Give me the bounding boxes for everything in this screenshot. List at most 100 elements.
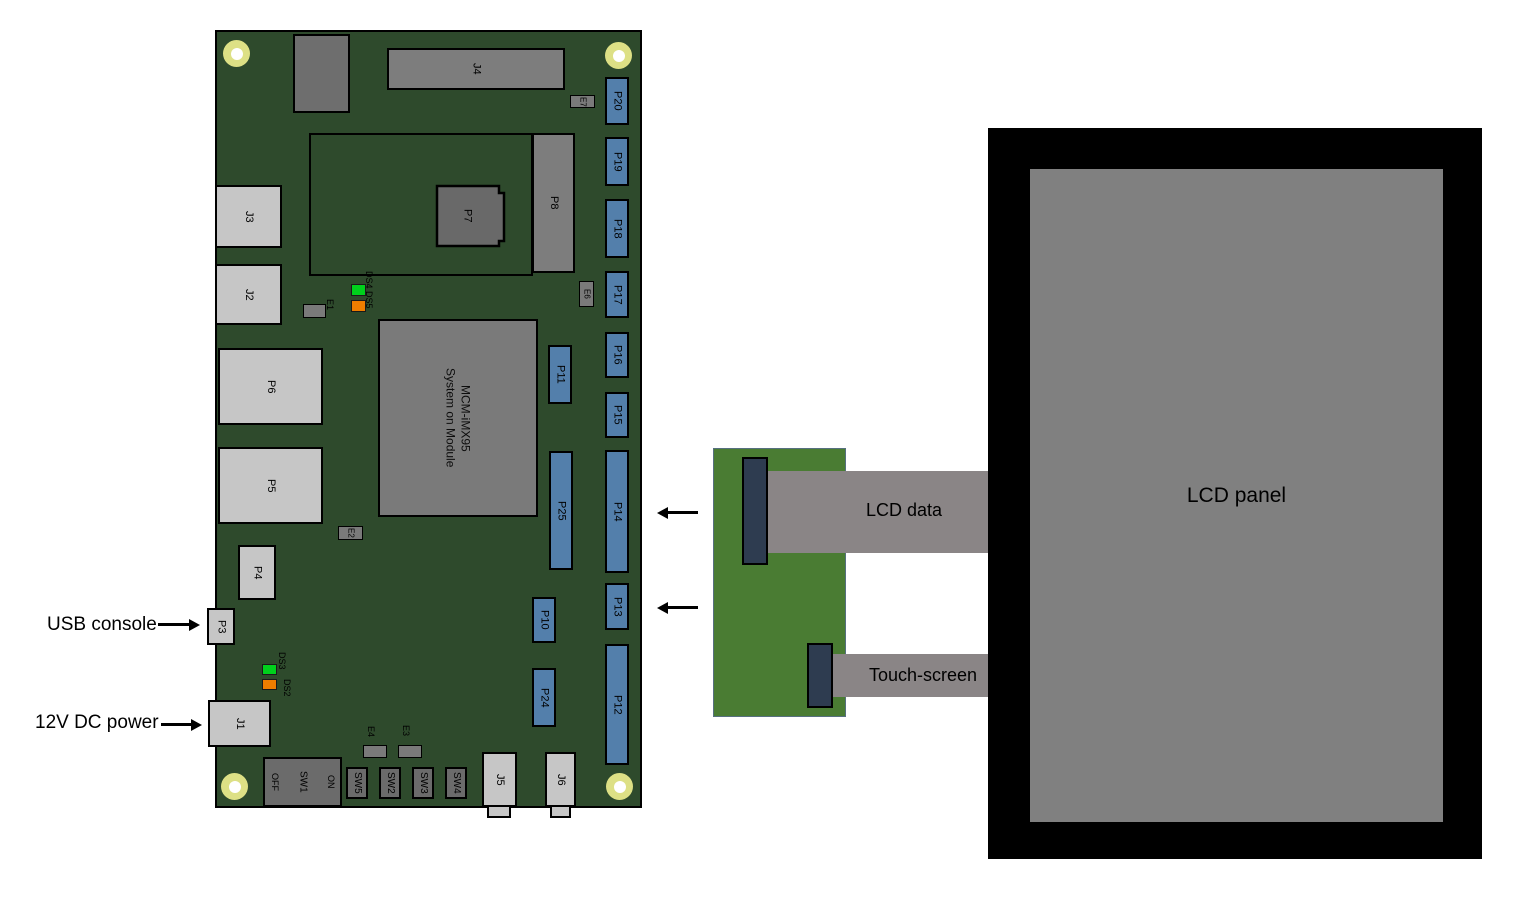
switch-sw1: OFF SW1 ON [263,757,342,807]
mounting-hole-center [228,780,241,793]
switch-sw2: SW2 [379,767,401,799]
jack-j6: J6 [545,752,576,807]
connector-label: P4 [251,565,264,580]
component-e4 [363,745,387,758]
connector-p4: P4 [238,545,276,600]
mounting-hole-center [613,780,626,793]
component-e3 [398,745,422,758]
connector-label: P10 [538,610,551,630]
connector-label: P20 [611,91,624,111]
connector-label: J4 [470,63,483,75]
connector-j3: J3 [215,185,282,248]
connector-lcd-data [742,457,768,565]
switch-sw3: SW3 [412,767,434,799]
mounting-hole-bottom-right [606,773,633,800]
switch-label: SW4 [451,772,462,794]
connector-label: P18 [611,218,624,239]
connector-j1-dc-power: J1 [208,700,271,747]
lcd-screen: LCD panel [1030,169,1443,822]
mounting-hole-bottom-left [221,773,248,800]
connector-label: P6 [265,379,277,394]
connector-label: P5 [265,478,277,493]
connector-p18: P18 [605,199,629,258]
mounting-hole-top-right [605,42,632,69]
connector-p20: P20 [605,77,629,125]
component-label-e1: E1 [325,299,335,311]
switch-label: SW2 [385,772,396,794]
switch-off-label: OFF [270,773,280,791]
lcd-data-label: LCD data [866,500,943,520]
dc-power-arrow [161,723,192,726]
connector-j2: J2 [215,264,282,325]
switch-sw4: SW4 [445,767,467,799]
connector-p14: P14 [605,450,629,573]
component-label: E6 [582,289,592,299]
jack-j5: J5 [482,752,517,807]
connector-label: P17 [611,284,624,305]
connector-p12: P12 [605,644,629,765]
connector-label: P13 [611,596,624,617]
cable-lcd-data [768,471,990,553]
led-ds2 [262,679,277,690]
connector-label: P16 [611,345,624,365]
connector-p17: P17 [605,271,629,318]
switch-sw5: SW5 [346,767,368,799]
som-module: MCM-iMX95 System on Module [378,319,538,517]
connector-p15: P15 [605,392,629,438]
som-text: MCM-iMX95 System on Module [442,368,475,467]
connector-label: P11 [554,365,567,384]
switch-label: SW5 [352,772,363,794]
connector-label: P8 [548,196,560,210]
connector-label: P15 [611,405,624,425]
usb-console-label: USB console [47,614,157,635]
connector-label: P7 [461,209,474,223]
component-label-e4: E4 [366,726,376,738]
connector-p5: P5 [218,447,323,524]
switch-label: SW3 [418,772,429,794]
switch-on-label: ON [326,775,336,789]
cable-touch-screen [833,654,990,697]
led-ds4 [351,284,366,296]
component-label-e3: E3 [401,725,411,737]
connector-label: P14 [611,501,624,522]
component-label: E2 [346,528,356,538]
connector-p13: P13 [605,583,629,630]
connector-p10: P10 [532,597,556,643]
component-top-left [293,34,350,113]
connector-p16: P16 [605,332,629,378]
som-line1: MCM-iMX95 [458,384,473,452]
connector-label: J2 [243,288,255,301]
connector-label: P12 [611,694,624,715]
connector-p11: P11 [548,345,572,404]
socket-p7: P7 [435,184,506,248]
lcd-panel-label: LCD panel [1186,483,1287,507]
led-label-ds2: DS2 [282,679,292,697]
mounting-hole-center [230,47,243,60]
component-e2: E2 [338,526,363,540]
connector-label: J6 [555,773,567,786]
connector-j4: J4 [387,48,565,90]
connector-p6: P6 [218,348,323,425]
led-ds3 [262,664,277,675]
mounting-hole-top-left [223,40,250,67]
connector-p19: P19 [605,137,629,186]
som-line2: System on Module [443,368,458,468]
arrow-to-p13 [667,606,698,609]
connector-label: J1 [234,717,246,730]
connector-p8: P8 [532,133,575,273]
connector-label: J3 [243,210,255,223]
connector-touch-screen [807,643,833,708]
touch-screen-label: Touch-screen [869,665,978,685]
socket-p7-shape [435,184,506,248]
connector-p25: P25 [549,451,573,570]
usb-console-arrow [158,623,190,626]
connector-label: P3 [215,619,228,634]
connector-label: J5 [494,773,506,786]
component-e6: E6 [579,281,594,307]
dc-power-label: 12V DC power [35,712,159,733]
socket-p7-label-wrap: P7 [435,184,499,248]
mounting-hole-center [612,49,625,62]
connector-label: P25 [555,500,568,521]
connector-p24: P24 [532,668,556,727]
